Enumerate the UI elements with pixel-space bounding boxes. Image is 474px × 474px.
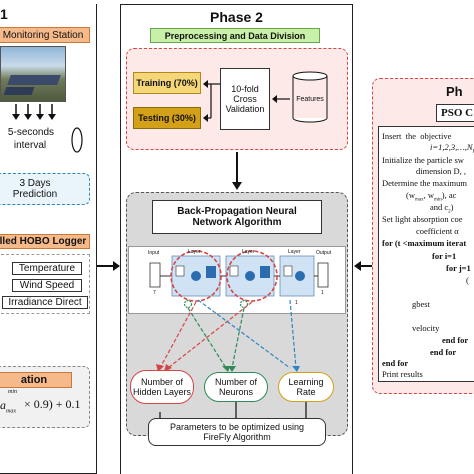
pso-line-16: end for [442, 335, 469, 345]
pso-line-13: ( [466, 275, 469, 285]
pso-line-2-text: i=1,2,3,…,N [430, 142, 473, 152]
normalization-title: ation [0, 372, 72, 388]
pso-line-1: Insert the objective [382, 131, 452, 141]
sensor-wind-speed: Wind Speed [12, 279, 82, 292]
param-neurons[interactable]: Number of Neurons [204, 372, 268, 402]
pso-line-19: Print results [382, 369, 423, 379]
nn-layer3-label: Layer [288, 249, 301, 255]
pso-line-3: Initialize the particle sw [382, 155, 464, 165]
pso-line-5: Determine the maximum [382, 178, 467, 188]
firefly-box: Parameters to be optimized using FireFly… [148, 418, 326, 446]
phase1-title: 1 [0, 6, 8, 22]
bpnn-title-line1: Back-Propagation Neural [177, 206, 297, 217]
solar-photo [0, 46, 66, 102]
pso-line-8: Set light absorption coe [382, 214, 463, 224]
pso-line-6-text: (w [406, 190, 415, 200]
seconds-interval-line1: 5-seconds [7, 127, 55, 138]
pso-line-7: and c2) [430, 202, 454, 215]
bpnn-title-line2: Network Algorithm [192, 217, 282, 228]
formula-lead-letter: a [0, 398, 6, 412]
cross-validation-box: 10-fold Cross Validation [220, 68, 270, 130]
pso-header: PSO C [436, 104, 474, 122]
nn-input-count: 7 [153, 290, 156, 296]
param-learning-rate[interactable]: Learning Rate [278, 372, 334, 402]
days-prediction-label: 3 Days Prediction [12, 178, 58, 200]
phase2-title: Phase 2 [210, 9, 263, 25]
pso-line-2: i=1,2,3,…,NEV [430, 142, 474, 155]
monitoring-station-label: Monitoring Station [0, 27, 90, 43]
phase3-title: Ph [446, 84, 463, 99]
nn-layer3-count: 1 [295, 300, 298, 306]
formula-sub-bottom: max [6, 408, 16, 415]
pso-line-14: gbest [412, 299, 430, 309]
sensor-temperature: Temperature [12, 262, 82, 275]
pso-line-4: dimension D, , [416, 166, 467, 176]
seconds-interval-line2: interval [13, 140, 47, 151]
sensor-list-container [0, 254, 90, 314]
pso-line-7-text: and c [430, 202, 449, 212]
training-box: Training (70%) [133, 72, 201, 94]
pso-algorithm-box [378, 126, 474, 382]
pso-line-6: (wmax, wmin), ac [406, 190, 457, 203]
formula-sub-top: min [8, 389, 17, 395]
nn-layer2-label: Layer [242, 249, 255, 255]
pso-line-17: end for [430, 347, 457, 357]
preprocessing-title: Preprocessing and Data Division [150, 28, 320, 43]
pso-line-18: end for [382, 358, 409, 368]
hobo-logger-label: lled HOBO Logger [0, 234, 90, 249]
pso-line-10: for (t <maximum iterat [382, 238, 467, 248]
pso-line-9: coefficient α [416, 226, 459, 236]
formula-lead: amax [0, 398, 16, 414]
features-cylinder-label: Features [296, 95, 324, 103]
pso-line-15: velocity [412, 323, 440, 333]
formula-rest: × 0.9) + 0.1 [24, 397, 81, 411]
nn-layer1-label: Layer [188, 249, 201, 255]
param-hidden-layers[interactable]: Number of Hidden Layers [130, 370, 194, 404]
nn-input-label: Input [148, 250, 160, 256]
sensor-irradiance: Irradiance Direct [2, 296, 88, 309]
nn-output-count: 1 [321, 290, 324, 296]
testing-box: Testing (30%) [133, 107, 201, 129]
nn-output-label: Output [316, 250, 332, 256]
prediction-box [0, 173, 90, 205]
pso-line-12: for j=1 [446, 263, 471, 273]
pso-line-11: for i=1 [432, 251, 457, 261]
bpnn-title: Back-Propagation Neural Network Algorith… [152, 200, 322, 234]
